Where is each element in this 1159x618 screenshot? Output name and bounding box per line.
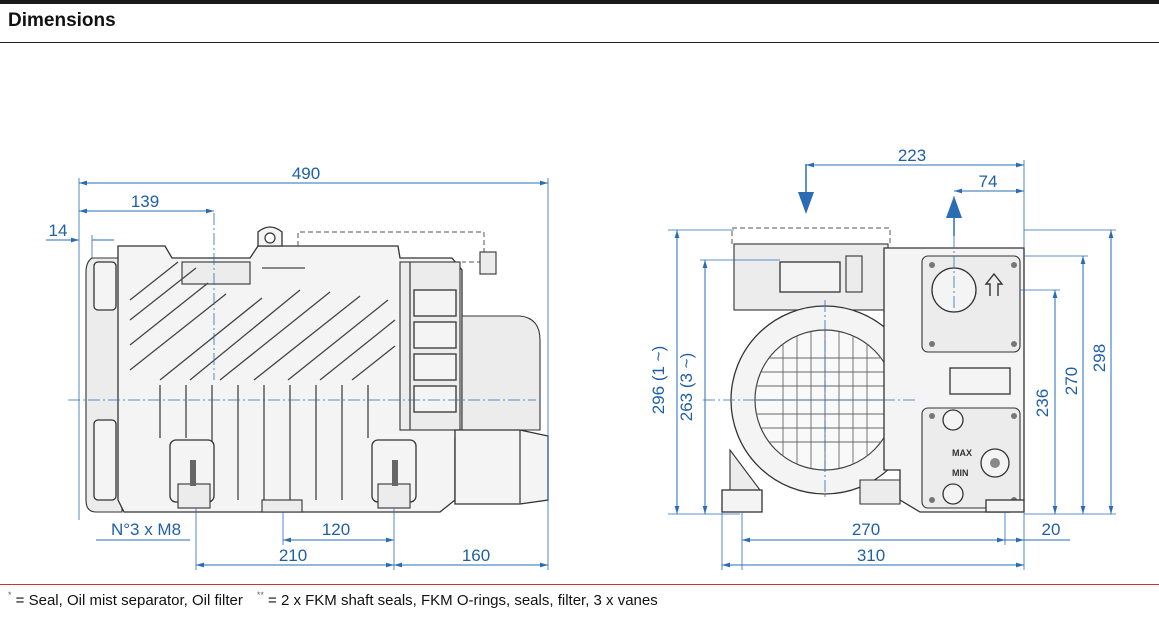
- dim-width-feet: 270: [852, 520, 880, 539]
- dim-motor-overhang: 160: [462, 546, 490, 565]
- dim-height-c: 236: [1033, 389, 1052, 417]
- cooling-ribs: [129, 261, 396, 381]
- dim-foot-spacing: 120: [322, 520, 350, 539]
- dim-foot-span: 210: [279, 546, 307, 565]
- dim-thread: N°3 x M8: [111, 520, 181, 539]
- inlet-arrow-icon: [798, 192, 814, 214]
- page-title: Dimensions: [8, 10, 116, 31]
- vertical-ribs: [159, 385, 369, 500]
- dim-height-a: 296 (1 ~): [649, 346, 668, 415]
- dim-height-b: 263 (3 ~): [677, 353, 696, 422]
- dim-overall-width: 310: [857, 546, 885, 565]
- pump-side-view: [85, 226, 549, 513]
- pump-end-view: MAX MIN: [721, 227, 1025, 513]
- dim-inlet-offset: 139: [131, 192, 159, 211]
- top-bar: [0, 0, 1159, 4]
- dim-foot-offset: 20: [1042, 520, 1061, 539]
- footnote-text-2: = 2 x FKM shaft seals, FKM O-rings, seal…: [263, 592, 658, 609]
- footnote: * = Seal, Oil mist separator, Oil filter…: [8, 590, 658, 609]
- dim-height-d: 270: [1062, 367, 1081, 395]
- dim-overall-length: 490: [292, 164, 320, 183]
- outlet-arrow-icon: [946, 196, 962, 218]
- footnote-text-1: = Seal, Oil mist separator, Oil filter: [11, 592, 243, 609]
- footer-rule: [0, 584, 1159, 585]
- dimension-drawing: 490 139 14 N°3 x M8 120 210 160: [46, 146, 1116, 570]
- dim-outlet-to-edge: 74: [979, 172, 998, 191]
- dim-edge-offset: 14: [49, 221, 68, 240]
- dim-inlet-to-edge: 223: [898, 146, 926, 165]
- right-dims: 223 74 296 (1 ~) 263 (3 ~) 236 270 298 2…: [649, 146, 1116, 570]
- footnote-mark-1: *: [8, 590, 12, 600]
- label-max: MAX: [952, 448, 972, 458]
- footnote-mark-2: **: [256, 590, 264, 600]
- label-min: MIN: [952, 468, 969, 478]
- left-dims: 490 139 14 N°3 x M8 120 210 160: [46, 164, 549, 570]
- title-rule: [0, 42, 1159, 43]
- dim-height-e: 298: [1090, 344, 1109, 372]
